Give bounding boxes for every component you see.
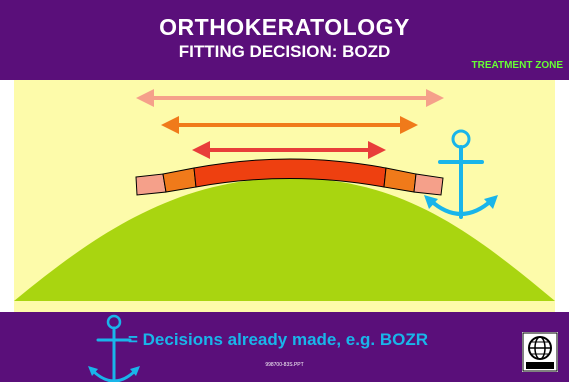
- footer-bar: = Decisions already made, e.g. BOZR 9987…: [0, 312, 569, 382]
- lens-periphery-right: [414, 174, 443, 195]
- anchor-caption: = Decisions already made, e.g. BOZR: [128, 330, 428, 350]
- slide-subtitle: FITTING DECISION: BOZD: [0, 42, 569, 62]
- globe-logo-icon: [522, 332, 558, 372]
- slide-title: ORTHOKERATOLOGY: [0, 14, 569, 41]
- slide-code: 998700-83S.PPT: [0, 362, 569, 368]
- treatment-zone-label: TREATMENT ZONE: [472, 60, 563, 71]
- lens-periphery-left: [136, 174, 166, 195]
- header-bar: ORTHOKERATOLOGY FITTING DECISION: BOZD T…: [0, 0, 569, 80]
- diagram-panel: [0, 80, 569, 312]
